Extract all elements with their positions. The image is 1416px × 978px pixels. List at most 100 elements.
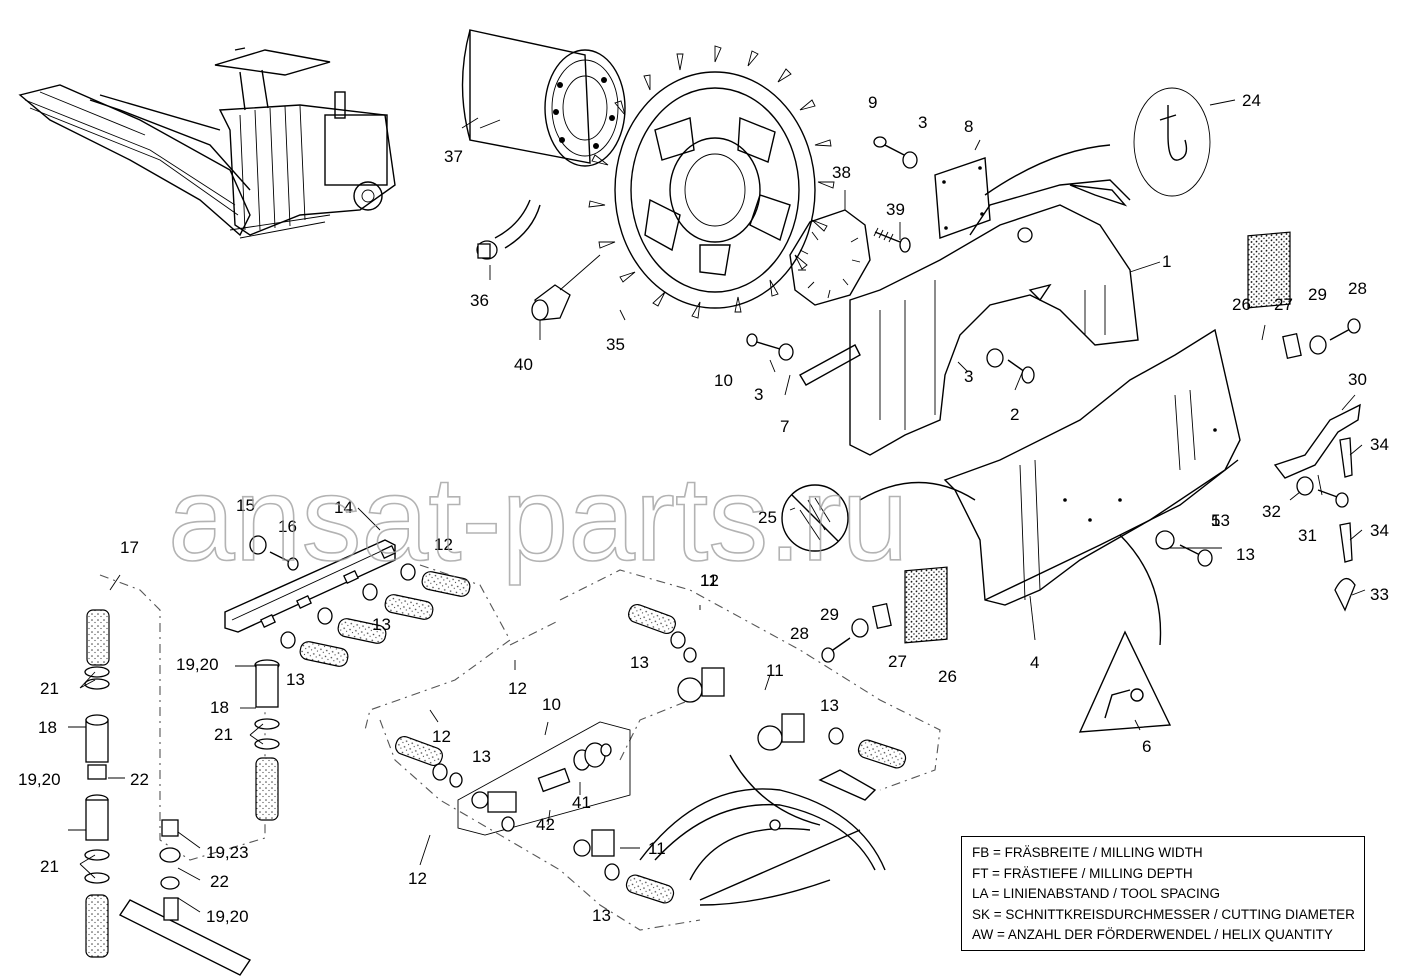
callout: 3 <box>918 113 927 132</box>
prohibition-symbol-25 <box>781 484 849 552</box>
callout: 13 <box>286 670 305 689</box>
callout: 3 <box>964 367 973 386</box>
callout: 12 <box>434 535 453 554</box>
callout: 35 <box>606 335 625 354</box>
callout: 21 <box>40 857 59 876</box>
bolt-2-3 <box>986 348 1035 384</box>
callout: 39 <box>886 200 905 219</box>
callout: 12 <box>508 679 527 698</box>
pipe-chain-middle <box>254 659 280 821</box>
callout: 41 <box>572 793 591 812</box>
clamp-15-16 <box>249 535 299 571</box>
callout: 19,20 <box>176 655 219 674</box>
callout: 4 <box>1030 653 1039 672</box>
holder-40 <box>531 254 601 321</box>
callout: 30 <box>1348 370 1367 389</box>
callout: 8 <box>964 117 973 136</box>
valve-11-right <box>573 667 805 857</box>
callout: 14 <box>334 498 353 517</box>
callout: 1 <box>1162 252 1171 271</box>
legend-line: AW = ANZAHL DER FÖRDERWENDEL / HELIX QUA… <box>972 927 1333 942</box>
machine-overview-thumbnail <box>18 47 396 239</box>
side-plate-4 <box>943 328 1241 606</box>
callout: 22 <box>130 770 149 789</box>
pipe-chain-left <box>84 609 110 958</box>
clip-34-top <box>1339 437 1353 478</box>
callout: 19,20 <box>18 770 61 789</box>
bracket-30 <box>1273 403 1361 508</box>
callout: 27 <box>1274 295 1293 314</box>
callout: 12 <box>700 571 719 590</box>
callout: 13 <box>1236 545 1255 564</box>
milling-drum-37 <box>461 29 626 167</box>
callout: 12 <box>408 869 427 888</box>
legend-line: SK = SCHNITTKREISDURCHMESSER / CUTTING D… <box>972 906 1355 922</box>
callout: 26 <box>938 667 957 686</box>
callout: 27 <box>888 652 907 671</box>
callout: 37 <box>444 147 463 166</box>
valve-assembly-11 <box>457 721 631 836</box>
cutter-wheel-35 <box>588 45 835 319</box>
callout: 18 <box>38 718 57 737</box>
callout: 13 <box>820 696 839 715</box>
assembly-guide-lines <box>99 564 941 931</box>
callout: 15 <box>236 496 255 515</box>
callout: 34 <box>1370 435 1389 454</box>
drum-housing-bottom <box>639 769 886 906</box>
callout: 11 <box>700 571 718 590</box>
fastener-27-29-left <box>821 603 892 663</box>
segment-plate-38 <box>789 209 871 306</box>
clip-33 <box>1334 578 1356 612</box>
callout: 13 <box>592 906 611 925</box>
reflector-plate-26-left <box>904 566 948 644</box>
callout: 42 <box>536 815 555 834</box>
callout: 10 <box>542 695 561 714</box>
callout: 18 <box>210 698 229 717</box>
callout: 24 <box>1242 91 1261 110</box>
callout: 26 <box>1232 295 1251 314</box>
callout: 2 <box>1010 405 1019 424</box>
legend-line: FB = FRÄSBREITE / MILLING WIDTH <box>972 845 1203 860</box>
bolt-10-3-top <box>873 136 918 169</box>
lifting-hook-symbol-24 <box>1133 87 1211 197</box>
watermark-text: ansat-parts.ru <box>168 452 908 586</box>
legend-line: LA = LINIENABSTAND / TOOL SPACING <box>972 886 1220 901</box>
reflector-plate-26-right <box>1247 231 1291 309</box>
leader-lines <box>68 99 1366 913</box>
callout: 10 <box>714 371 733 390</box>
callout: 13 <box>372 615 391 634</box>
callout: 16 <box>278 517 297 536</box>
clip-34-bottom <box>1339 522 1353 563</box>
callout: 40 <box>514 355 533 374</box>
callout: 5 <box>1211 511 1220 530</box>
callout: 12 <box>432 727 451 746</box>
callout: 11 <box>648 839 666 858</box>
callout: 31 <box>1298 526 1317 545</box>
callout: 7 <box>780 417 789 436</box>
plate-9 <box>934 157 991 239</box>
warning-triangle-7 <box>1078 630 1172 733</box>
callout: 36 <box>470 291 489 310</box>
spray-bar-14 <box>224 539 396 633</box>
fitting-36 <box>476 199 541 260</box>
callout: 13 <box>472 747 491 766</box>
hoses-13 <box>280 563 907 904</box>
callout: 29 <box>1308 285 1327 304</box>
callout: 21 <box>214 725 233 744</box>
t-pipe-bottom <box>118 819 252 976</box>
bolt-39 <box>873 227 911 253</box>
callout: 13 <box>1211 511 1230 530</box>
legend-line: FT = FRÄSTIEFE / MILLING DEPTH <box>972 865 1193 881</box>
callout: 21 <box>40 679 59 698</box>
callout: 13 <box>630 653 649 672</box>
callout: 9 <box>868 93 877 112</box>
fastener-27-29-right <box>1282 318 1361 359</box>
callout: 38 <box>832 163 851 182</box>
callout: 29 <box>820 605 839 624</box>
callout: 25 <box>758 508 777 527</box>
callout: 28 <box>1348 279 1367 298</box>
callout: 6 <box>1142 737 1151 756</box>
callout: 33 <box>1370 585 1389 604</box>
callout: 32 <box>1262 502 1281 521</box>
